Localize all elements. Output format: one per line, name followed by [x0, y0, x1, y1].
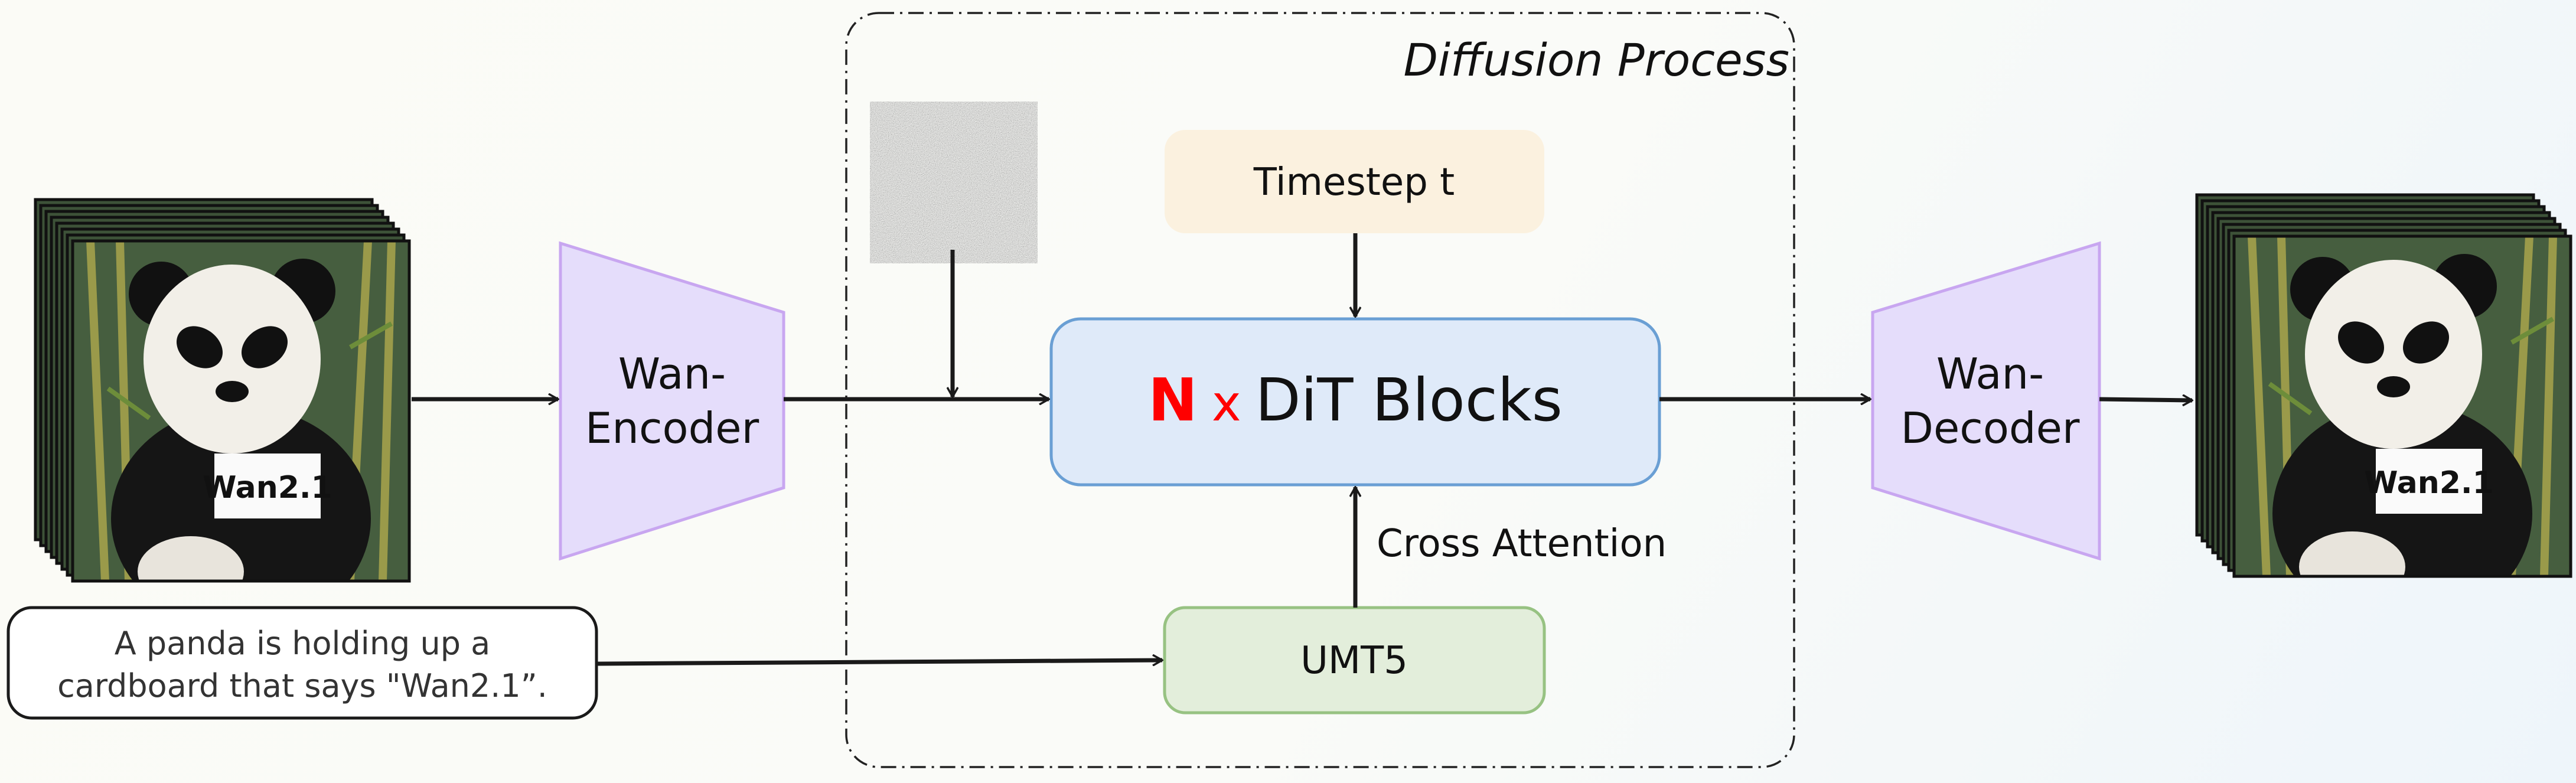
cross-attention-label: Cross Attention [1377, 522, 1667, 566]
input-video-frames [34, 198, 411, 631]
output-video-front-frame-border [2232, 234, 2572, 578]
timestep-box [1165, 130, 1544, 233]
diffusion-process-group [845, 12, 1795, 768]
arrow-prompt-to-umt5 [596, 660, 1162, 664]
encoder-label-line1: Wan- [618, 349, 726, 399]
input-video-panda-image [73, 241, 409, 631]
timestep-label: Timestep t [1253, 161, 1455, 204]
prompt-line2: cardboard that says "Wan2.1”. [57, 667, 547, 704]
output-video-frames [2195, 193, 2572, 626]
input-video-sign-text: Wan2.1 [203, 470, 332, 505]
arrow-decoder-to-video [2099, 399, 2192, 400]
diffusion-process-label: Diffusion Process [1404, 34, 1790, 86]
dit-x: x [1212, 374, 1241, 432]
input-video-front-frame-border [71, 239, 411, 583]
prompt-line1: A panda is holding up a [115, 625, 491, 662]
umt5-label: UMT5 [1300, 639, 1408, 683]
output-video-panda-image [2234, 236, 2571, 626]
dit-text: DiT Blocks [1256, 366, 1563, 435]
wan-encoder [559, 241, 785, 561]
noise-latent-icon [884, 115, 1023, 250]
dit-n: N [1148, 366, 1198, 435]
decoder-label-line2: Decoder [1901, 403, 2080, 453]
output-video-sign-text: Wan2.1 [2364, 465, 2494, 501]
dit-blocks-box [1049, 317, 1661, 487]
decoder-label-line1: Wan- [1936, 349, 2044, 399]
encoder-label-line2: Encoder [585, 403, 759, 453]
wan-decoder [1871, 241, 2101, 561]
